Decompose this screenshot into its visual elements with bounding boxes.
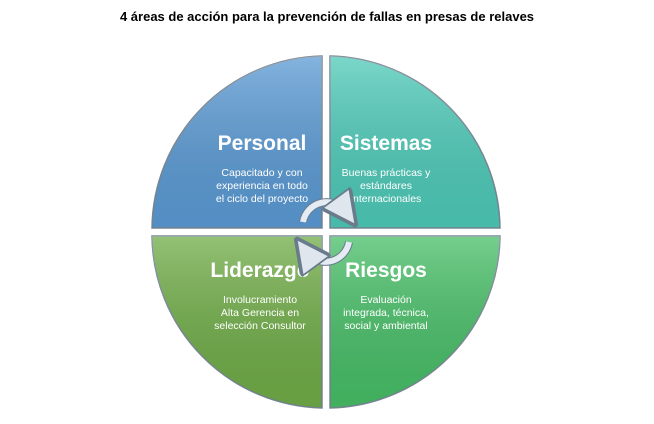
quadrant-personal: Personal Capacitado y con experiencia en… xyxy=(151,55,323,229)
quadrant-text-line: Involucramiento xyxy=(223,294,297,306)
cycle-arrows-icon xyxy=(303,202,349,262)
quadrant-text-line: social y ambiental xyxy=(344,320,427,332)
quadrant-heading: Sistemas xyxy=(340,132,432,155)
quadrant-text-line: integrada, técnica, xyxy=(343,307,429,319)
quadrant-text-line: internacionales xyxy=(351,193,422,205)
quadrant-text-line: Alta Gerencia en xyxy=(221,307,299,319)
quadrant-text-line: Capacitado y con xyxy=(221,167,302,179)
quadrant-text-line: selección Consultor xyxy=(214,320,306,332)
quadrant-text-line: experiencia en todo xyxy=(216,180,308,192)
quadrant-text-line: Buenas prácticas y xyxy=(342,167,431,179)
quadrant-liderazgo: Liderazgo Involucramiento Alta Gerencia … xyxy=(151,235,323,409)
quadrant-text-line: el ciclo del proyecto xyxy=(216,193,308,205)
quadrant-riesgos: Riesgos Evaluación integrada, técnica, s… xyxy=(329,235,501,409)
quadrant-heading: Liderazgo xyxy=(210,259,309,282)
quadrant-sistemas: Sistemas Buenas prácticas y estándares i… xyxy=(329,55,501,229)
diagram-title: 4 áreas de acción para la prevención de … xyxy=(119,9,535,24)
quadrant-heading: Riesgos xyxy=(345,259,427,282)
quadrant-text-line: Evaluación xyxy=(360,294,412,306)
quadrant-text-line: estándares xyxy=(360,180,412,192)
quadrant-heading: Personal xyxy=(218,132,307,155)
